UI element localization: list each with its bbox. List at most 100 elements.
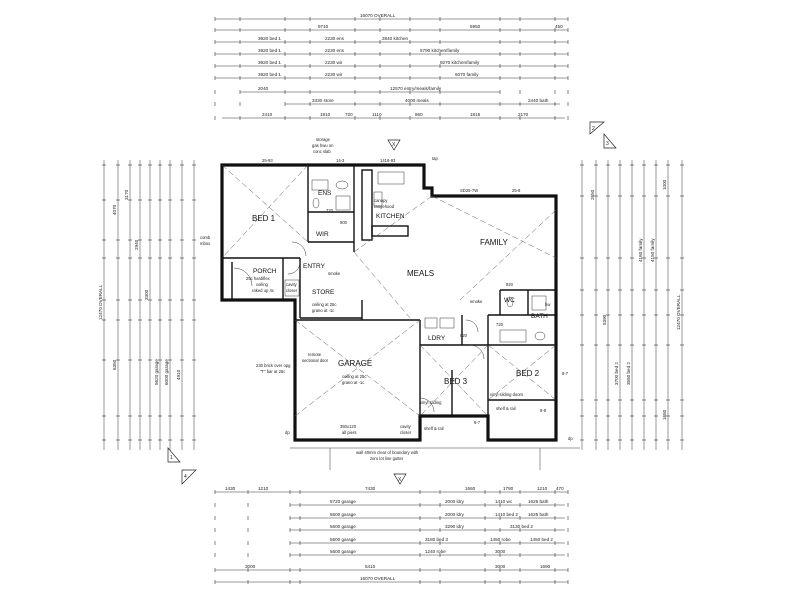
svg-text:1780: 1780 (503, 486, 514, 491)
room-wc-label: WC (504, 297, 515, 304)
svg-text:1110: 1110 (372, 112, 382, 117)
room-wir-label: WIR (316, 231, 329, 238)
svg-text:X: X (392, 142, 396, 148)
ensuite-toilet (312, 197, 320, 209)
laundry-tub (424, 317, 438, 329)
room-porch-label: PORCH (253, 268, 277, 275)
svg-text:4150 family: 4150 family (650, 238, 655, 262)
ensuite-vanity (311, 179, 329, 191)
svg-text:ceiling: ceiling (256, 282, 269, 287)
svg-text:1625 bath: 1625 bath (528, 512, 549, 517)
building-walls (220, 163, 558, 442)
svg-text:5720 garage: 5720 garage (330, 499, 356, 504)
svg-text:ceiling at 25c: ceiling at 25c (312, 302, 336, 307)
svg-text:1450 bed 2: 1450 bed 2 (530, 537, 553, 542)
svg-text:X: X (398, 477, 402, 483)
svg-text:720: 720 (326, 208, 334, 213)
svg-text:720: 720 (496, 322, 504, 327)
ensuite-basin (335, 180, 349, 190)
door-swings (233, 241, 485, 413)
top-overall-label: 16070 OVERALL (360, 13, 396, 18)
svg-text:820: 820 (460, 333, 468, 338)
section-cut-x-bottom: X (393, 473, 407, 485)
svg-text:6000 garage: 6000 garage (164, 359, 169, 385)
right-overall-label: 12470 OVERALL (676, 294, 681, 330)
svg-text:3180 bed 3: 3180 bed 3 (425, 537, 448, 542)
room-family-label: FAMILY (480, 238, 509, 247)
svg-text:raked up 4x: raked up 4x (252, 288, 275, 293)
svg-text:4160 family: 4160 family (638, 238, 643, 262)
svg-text:3920 bed 1: 3920 bed 1 (258, 60, 281, 65)
svg-text:2650: 2650 (590, 189, 595, 200)
svg-text:3000: 3000 (245, 564, 256, 569)
svg-text:2: 2 (592, 126, 595, 132)
svg-text:canopy: canopy (374, 198, 388, 203)
svg-text:6-7: 6-7 (474, 420, 481, 425)
svg-text:9710: 9710 (318, 24, 329, 29)
svg-text:4: 4 (184, 474, 187, 480)
svg-text:1680: 1680 (662, 409, 667, 420)
svg-text:1000: 1000 (662, 179, 667, 190)
svg-text:hw: hw (545, 302, 551, 307)
svg-text:25-93: 25-93 (262, 158, 273, 163)
svg-text:all piers: all piers (342, 430, 356, 435)
room-kitchen-label: KITCHEN (376, 213, 405, 220)
svg-text:dp: dp (568, 436, 573, 441)
svg-text:3920 bed 1: 3920 bed 1 (258, 36, 281, 41)
svg-text:3170: 3170 (124, 189, 129, 200)
svg-text:closer: closer (400, 430, 412, 435)
section-marker-1: 1 (167, 447, 181, 463)
room-ens-label: ENS (318, 190, 332, 197)
room-garage-label: GARAGE (338, 359, 372, 368)
storage-cupboard (284, 279, 300, 297)
svg-text:2440 bath: 2440 bath (528, 98, 549, 103)
svg-text:5410: 5410 (365, 564, 376, 569)
laundry-machine (439, 317, 455, 329)
svg-text:14-3: 14-3 (336, 158, 345, 163)
svg-text:grano at -1c: grano at -1c (342, 380, 364, 385)
room-bed2-label: BED 2 (516, 369, 540, 378)
svg-text:3000: 3000 (495, 564, 506, 569)
bottom-overall-label: 16070 OVERALL (360, 576, 396, 581)
svg-text:4910: 4910 (176, 369, 181, 380)
svg-text:8-8: 8-8 (540, 408, 547, 413)
bath-shower (531, 295, 547, 311)
svg-text:1410 bed 2: 1410 bed 2 (495, 512, 518, 517)
svg-text:4070: 4070 (112, 204, 117, 215)
left-dimension-block: 12470 OVERALL 4070 3170 2940 3300 5620 g… (98, 160, 196, 450)
svg-text:wall 40mm clear of boundary wi: wall 40mm clear of boundary with (356, 450, 419, 455)
room-ldry-label: LDRY (428, 335, 446, 342)
svg-text:zero lot line gutter: zero lot line gutter (370, 456, 404, 461)
svg-text:5950: 5950 (470, 24, 481, 29)
room-bath-label: BATH (531, 313, 548, 320)
svg-text:SD25-7W: SD25-7W (460, 188, 478, 193)
note-gas-hw: gas hwu on (312, 143, 334, 148)
svg-text:vinyl sliding doors: vinyl sliding doors (490, 392, 523, 397)
bath-tub (499, 329, 527, 343)
svg-text:smoke: smoke (470, 299, 483, 304)
svg-text:closer: closer (286, 288, 298, 293)
svg-text:1625 bath: 1625 bath (528, 499, 549, 504)
svg-text:3920 bed 1: 3920 bed 1 (258, 48, 281, 53)
svg-text:25c hardiflex: 25c hardiflex (246, 276, 271, 281)
svg-text:230 brick over opg: 230 brick over opg (256, 363, 291, 368)
svg-text:5600 garage: 5600 garage (330, 524, 356, 529)
svg-text:9270 kitchen/family: 9270 kitchen/family (440, 60, 480, 65)
svg-text:900: 900 (340, 220, 348, 225)
svg-text:3300: 3300 (144, 289, 149, 300)
svg-text:720: 720 (345, 112, 353, 117)
svg-text:2230 ens: 2230 ens (325, 36, 345, 41)
svg-text:1450 robe: 1450 robe (490, 537, 511, 542)
svg-text:2000 ldry: 2000 ldry (445, 499, 465, 504)
svg-text:5790 kitchen/family: 5790 kitchen/family (420, 48, 460, 53)
svg-text:2230 wir: 2230 wir (325, 72, 343, 77)
svg-text:rangehood: rangehood (374, 204, 395, 209)
top-dimension-block: 16070 OVERALL 9710 5950 450 3920 bed 1 2… (214, 13, 569, 120)
svg-text:3000: 3000 (495, 549, 506, 554)
svg-text:cavity: cavity (400, 424, 412, 429)
svg-text:3580 bed 2: 3580 bed 2 (626, 362, 631, 385)
svg-text:3700 bed 2: 3700 bed 2 (614, 362, 619, 385)
svg-text:12570 entry/meals/family: 12570 entry/meals/family (390, 86, 442, 91)
svg-text:1910: 1910 (320, 112, 331, 117)
svg-text:8-7: 8-7 (562, 371, 569, 376)
